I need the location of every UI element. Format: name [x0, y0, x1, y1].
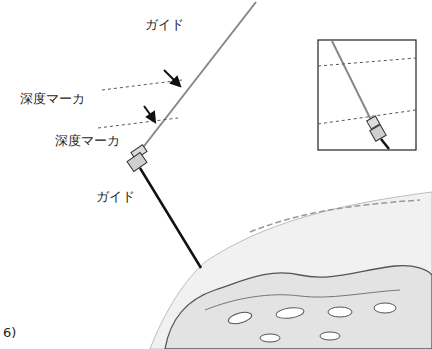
- needle-hub: [127, 145, 147, 172]
- marker-line: [98, 118, 178, 128]
- pelvis-bone: [165, 266, 432, 349]
- inset: [318, 40, 416, 150]
- figure-number: 6): [3, 326, 16, 340]
- guide-wire: [141, 2, 256, 150]
- part-label: 深度マーカ: [55, 134, 120, 148]
- sacral-foramina: [227, 303, 396, 342]
- body-outline: [150, 192, 432, 349]
- skin-crease: [250, 200, 420, 232]
- bone-ridge: [205, 290, 400, 310]
- part-label: ガイド: [96, 190, 135, 204]
- part-label: 深度マーカ: [20, 92, 85, 106]
- part-label: ガイド: [145, 18, 184, 32]
- needle: [140, 168, 201, 268]
- marker-arrow: [144, 70, 180, 122]
- marker-line: [102, 80, 182, 90]
